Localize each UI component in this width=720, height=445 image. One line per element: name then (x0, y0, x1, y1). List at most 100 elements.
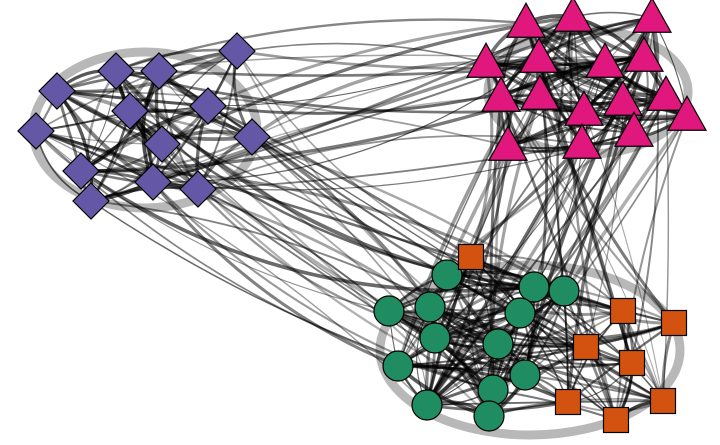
green-circle-node (509, 359, 541, 391)
graph-edge (484, 16, 654, 65)
graph-edge (207, 16, 574, 107)
graph-edge (55, 89, 200, 191)
graph-edge (538, 93, 676, 325)
green-circle-node (477, 374, 509, 406)
graph-edge (206, 104, 473, 259)
graph-edge (523, 373, 665, 403)
orange-square-node (602, 406, 630, 434)
green-circle-node (373, 295, 405, 327)
green-circle-node (482, 328, 514, 360)
graph-edge (79, 93, 542, 173)
orange-square-node (609, 297, 637, 325)
graph-edge (114, 69, 491, 418)
graph-edge (151, 180, 495, 392)
magenta-triangle-node (518, 37, 560, 73)
graph-edge (158, 42, 487, 72)
graph-edge (157, 55, 646, 77)
magenta-triangle-node (623, 36, 665, 72)
graph-edge (524, 131, 635, 376)
purple-diamond-node (134, 163, 172, 201)
graph-edge (428, 305, 588, 349)
graph-edge (537, 16, 654, 60)
graph-edge (426, 400, 664, 406)
purple-diamond-node (140, 52, 178, 90)
magenta-triangle-node (552, 0, 594, 32)
graph-edge (128, 109, 566, 293)
magenta-triangle-node (645, 75, 687, 111)
graph-edge (562, 55, 646, 293)
green-circle-node (518, 271, 550, 303)
purple-diamond-node (38, 72, 76, 110)
purple-diamond-node (218, 32, 256, 70)
magenta-triangle-node (519, 74, 561, 110)
graph-edge (251, 55, 645, 138)
magenta-triangle-node (631, 0, 673, 33)
magenta-triangle-node (613, 111, 655, 147)
orange-square-node (554, 388, 582, 416)
green-orange-cluster-halo (375, 260, 685, 440)
graph-edge (566, 99, 625, 404)
orange-square-node (660, 309, 688, 337)
graph-edge (425, 16, 654, 407)
magenta-triangle-node (666, 95, 708, 131)
graph-edge (35, 130, 494, 391)
orange-square-node (649, 387, 677, 415)
green-circle-node (431, 259, 463, 291)
graph-edge (662, 95, 670, 402)
graph-edge (539, 94, 569, 403)
graph-edge (492, 115, 688, 391)
graph-edge (79, 21, 528, 173)
graph-edge (499, 95, 618, 422)
green-circle-node (504, 297, 536, 329)
graph-edge (469, 61, 494, 259)
graph-edge (425, 142, 584, 407)
graph-edge (500, 96, 664, 402)
graph-edge (197, 188, 494, 391)
magenta-triangle-node (487, 125, 529, 161)
graph-edge (425, 144, 510, 407)
purple-diamond-node (189, 87, 227, 125)
magenta-triangle-node (563, 90, 605, 126)
orange-square-node (572, 333, 600, 361)
graph-edge (434, 94, 541, 339)
graph-edge (569, 15, 618, 422)
graph-edge (79, 169, 536, 293)
graph-edge (56, 90, 509, 147)
magenta-triangle-node (561, 123, 603, 159)
magenta-triangle-node (602, 80, 644, 116)
graph-edge (79, 104, 210, 173)
purple-diamond-node (72, 182, 110, 220)
purple-diamond-node (97, 52, 135, 90)
graph-edge (397, 57, 540, 367)
magenta-triangle-node (584, 42, 626, 78)
graph-edge (250, 61, 488, 139)
green-circle-node (382, 350, 414, 382)
orange-square-node (618, 349, 646, 377)
green-circle-node (548, 275, 580, 307)
green-circle-node (419, 322, 451, 354)
graph-edge (572, 11, 653, 19)
graph-edge (90, 200, 494, 391)
graph-edge (583, 110, 664, 402)
graph-nodes (17, 0, 708, 434)
purple-diamond-node (143, 125, 181, 163)
graph-edge (55, 89, 254, 141)
purple-diamond-node (179, 170, 217, 208)
green-circle-node (473, 400, 505, 432)
purple-diamond-node (233, 118, 271, 156)
graph-edge (387, 309, 491, 418)
orange-square-node (457, 243, 485, 271)
graph-edge (35, 130, 428, 406)
graph-edge (425, 309, 625, 407)
graph-edge (197, 188, 390, 312)
graph-edge (428, 305, 676, 341)
green-circle-node (414, 291, 446, 323)
purple-diamond-node (111, 92, 149, 130)
magenta-triangle-node (505, 2, 547, 38)
purple-diamond-node (17, 112, 55, 150)
magenta-triangle-node (465, 42, 507, 78)
graph-edge (151, 180, 400, 368)
graph-edge (151, 16, 654, 184)
graph-edge (90, 200, 617, 421)
